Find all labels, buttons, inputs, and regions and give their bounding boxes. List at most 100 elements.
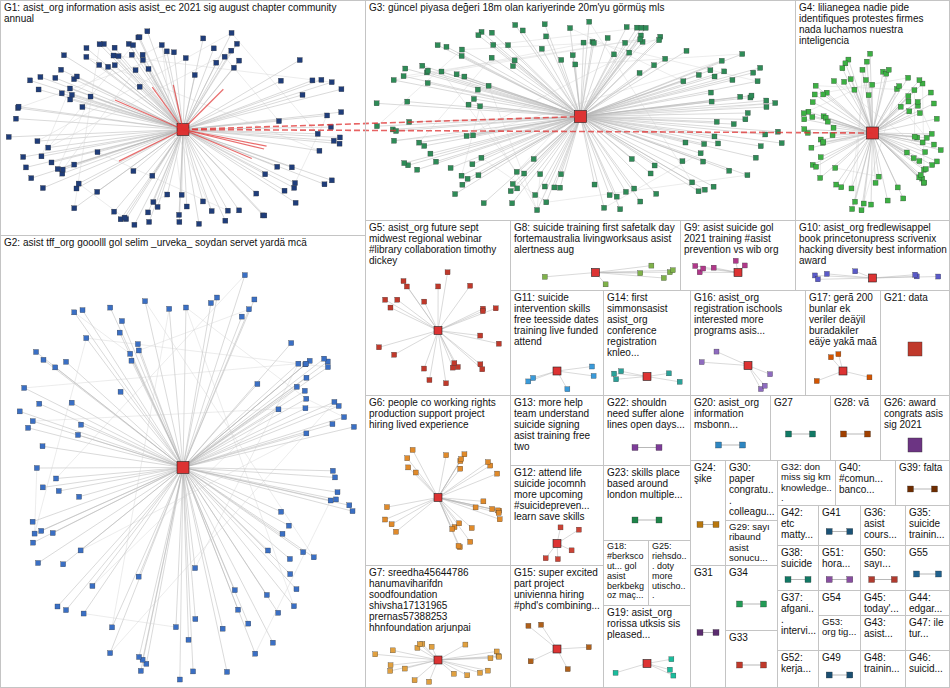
vertex xyxy=(565,667,570,672)
vertex-link xyxy=(581,117,651,174)
vertex-link xyxy=(647,377,680,382)
vertex xyxy=(908,342,922,356)
vertex xyxy=(296,361,301,366)
vertex xyxy=(496,510,501,515)
vertex-link xyxy=(616,664,647,673)
vertex xyxy=(280,531,285,536)
vertex xyxy=(471,97,476,102)
vertex xyxy=(330,468,335,473)
vertex xyxy=(465,673,470,678)
vertex xyxy=(810,100,815,105)
vertex-link xyxy=(141,468,183,671)
vertex xyxy=(427,679,432,684)
vertex xyxy=(350,509,355,514)
vertex xyxy=(613,670,618,675)
vertex-link xyxy=(81,433,307,550)
vertex-link xyxy=(97,152,227,210)
group-box: G40: #comun... banco... xyxy=(835,460,896,506)
group-box: G29: sayı ribaund asist sonucu... xyxy=(725,520,778,566)
vertex xyxy=(293,200,298,205)
vertex xyxy=(853,199,858,204)
vertex-link xyxy=(581,101,767,117)
vertex xyxy=(785,577,791,583)
vertex xyxy=(53,365,58,370)
vertex xyxy=(393,529,398,534)
vertex xyxy=(167,306,172,311)
vertex-link xyxy=(816,133,872,167)
vertex xyxy=(934,159,939,164)
vertex-link xyxy=(167,130,183,195)
vertex xyxy=(301,550,306,555)
vertex xyxy=(508,189,513,194)
vertex-cluster xyxy=(869,577,898,583)
vertex-cluster xyxy=(812,269,940,282)
vertex xyxy=(802,127,807,132)
vertex xyxy=(294,587,299,592)
vertex xyxy=(809,145,814,150)
vertex xyxy=(291,604,296,609)
vertex xyxy=(478,362,483,367)
vertex xyxy=(462,74,467,79)
vertex xyxy=(559,57,564,62)
vertex xyxy=(229,30,234,35)
vertex xyxy=(749,93,754,98)
vertex xyxy=(638,37,643,42)
vertex-cluster xyxy=(697,630,719,636)
vertex-link xyxy=(429,331,438,381)
vertex-link xyxy=(438,311,483,330)
vertex xyxy=(222,54,227,59)
vertex xyxy=(339,110,344,115)
vertex xyxy=(300,92,305,97)
vertex xyxy=(531,157,536,162)
vertex xyxy=(333,475,338,480)
vertex xyxy=(35,139,40,144)
vertex xyxy=(255,382,260,387)
group-label: G37: afgani... intervi... xyxy=(778,591,818,636)
vertex xyxy=(654,191,659,196)
vertex xyxy=(607,193,612,198)
vertex xyxy=(468,539,473,544)
vertex xyxy=(528,659,533,664)
vertex xyxy=(55,604,60,609)
vertex xyxy=(847,672,853,678)
group-box: G54 xyxy=(818,590,861,616)
vertex-link xyxy=(419,96,751,143)
vertex xyxy=(137,35,142,40)
vertex xyxy=(814,164,819,169)
group-label: G3: güncel piyasa değeri 18m olan kariye… xyxy=(366,1,795,13)
vertex-link xyxy=(438,498,500,520)
vertex-link xyxy=(716,352,748,366)
vertex-link xyxy=(873,133,937,161)
group-box: G49 xyxy=(818,650,861,688)
vertex xyxy=(638,199,643,204)
vertex xyxy=(558,525,563,530)
group-box: G26: award congrats asis sig 2021 xyxy=(880,395,950,461)
vertex xyxy=(475,87,480,92)
vertex xyxy=(383,517,388,522)
vertex-link xyxy=(438,466,490,498)
vertex xyxy=(179,192,184,197)
vertex-link xyxy=(408,467,438,497)
vertex xyxy=(737,601,743,607)
vertex-link xyxy=(438,498,472,529)
vertex-link xyxy=(39,404,183,468)
vertex xyxy=(908,438,922,452)
group-box: G2: asist tff_org gooolll gol selim _urv… xyxy=(0,235,366,688)
vertex-link xyxy=(138,344,183,467)
group-label: G31 xyxy=(691,566,725,578)
hub-vertex xyxy=(177,462,189,474)
vertex-link xyxy=(581,73,640,117)
group-box: G38: suicide xyxy=(777,545,819,591)
vertex xyxy=(702,187,707,192)
vertex xyxy=(131,43,136,48)
vertex xyxy=(384,505,389,510)
vertex-link xyxy=(385,498,438,520)
vertex-link xyxy=(911,489,935,490)
group-label: G17: gerã 200 bunlar ek veriler deäÿil b… xyxy=(806,291,880,347)
vertex-link xyxy=(183,44,237,130)
vertex-link xyxy=(183,367,328,467)
vertex xyxy=(84,46,89,51)
vertex-link xyxy=(62,93,183,129)
vertex xyxy=(304,396,309,401)
vertex xyxy=(559,172,564,177)
